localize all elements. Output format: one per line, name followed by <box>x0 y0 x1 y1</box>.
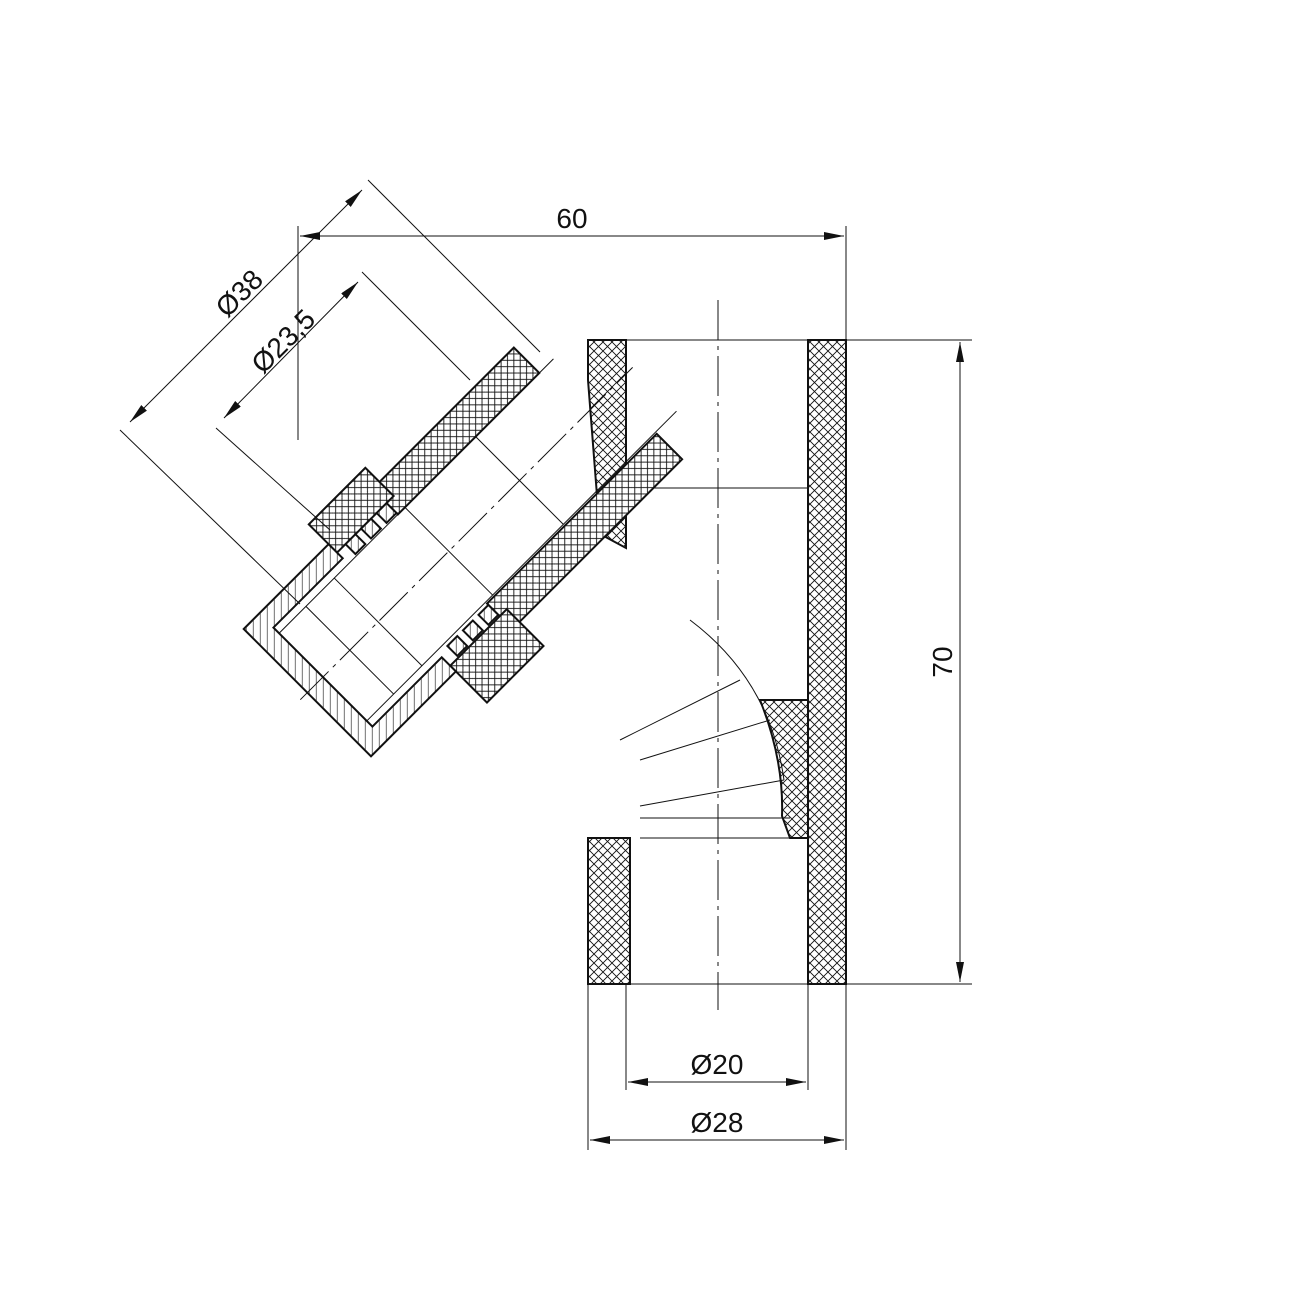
cap-section <box>242 542 458 758</box>
branch-wall-top-section <box>371 346 541 516</box>
dimension-width-label: 60 <box>556 203 587 234</box>
angled-branch <box>242 346 684 758</box>
nut-lower-section <box>448 607 545 704</box>
main-body <box>587 339 847 985</box>
branch-axis <box>299 367 633 701</box>
dimension-inner-diameter-label: Ø20 <box>691 1049 744 1080</box>
dimension-outer-diameter: Ø28 <box>587 984 847 1150</box>
dimension-inner-diameter: Ø20 <box>625 984 809 1090</box>
right-wall-section <box>807 339 847 985</box>
dimension-cap-inner-diameter-label: Ø23,5 <box>245 303 321 379</box>
left-wall-lower-section <box>587 837 631 985</box>
dimension-height: 70 <box>846 339 972 985</box>
dimension-width: 60 <box>297 203 847 440</box>
filter-screen-curve <box>689 619 785 781</box>
branch-wall-bottom-section <box>485 432 684 631</box>
dimension-outer-diameter-label: Ø28 <box>691 1107 744 1138</box>
thread-teeth <box>344 501 500 658</box>
dimension-height-label: 70 <box>927 646 958 677</box>
dimension-cap-outer-diameter-label: Ø38 <box>210 264 269 323</box>
